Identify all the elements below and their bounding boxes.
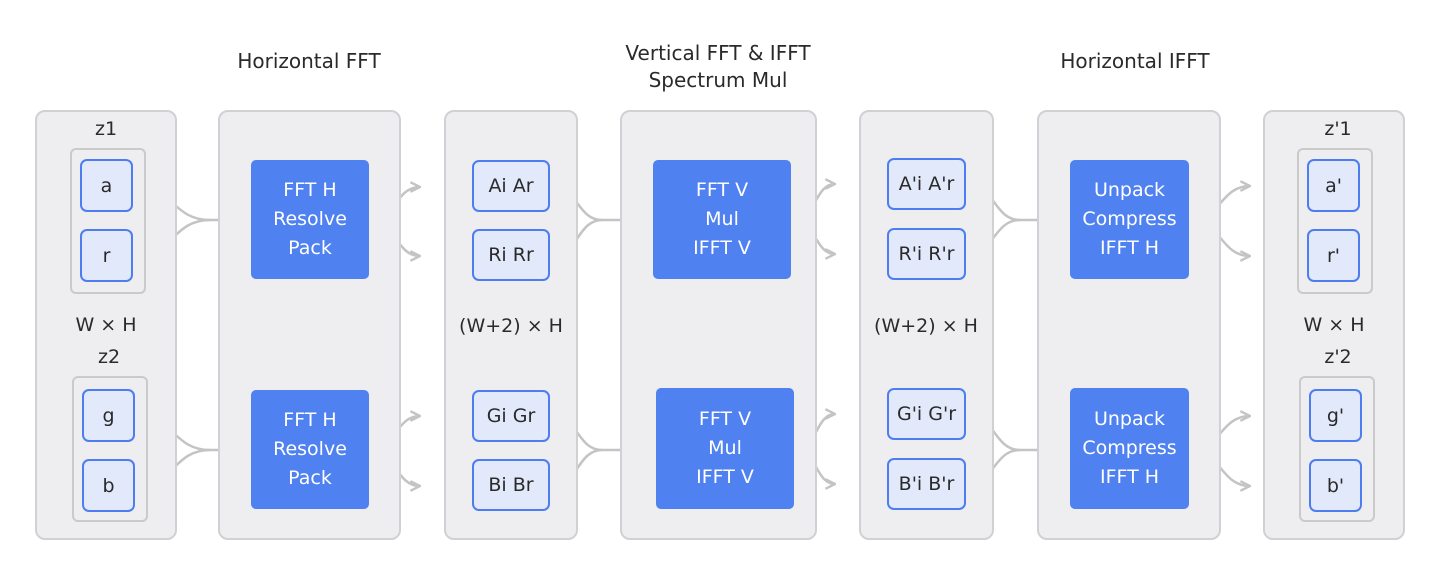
hifft-bottom-line2: Compress <box>1082 437 1177 459</box>
hifft-process-top: Unpack Compress IFFT H <box>1070 160 1189 279</box>
packed-node-bi-br: Bi Br <box>472 459 550 511</box>
output-node-r: r' <box>1307 229 1360 282</box>
spectrum-node-g: G'i G'r <box>887 388 966 440</box>
vfft-top-line1: FFT V <box>695 179 749 201</box>
input-z1-label: z1 <box>94 118 118 140</box>
packed-node-ri-rr: Ri Rr <box>472 229 550 281</box>
hifft-bottom-line3: IFFT H <box>1099 466 1160 488</box>
input-node-g: g <box>82 389 135 442</box>
title-horizontal-fft: Horizontal FFT <box>237 49 381 73</box>
hfft-process-bottom: FFT H Resolve Pack <box>251 390 369 509</box>
spectrum-node-b: B'i B'r <box>887 458 966 510</box>
hfft-bottom-line3: Pack <box>288 467 332 489</box>
vfft-process-bottom: FFT V Mul IFFT V <box>656 388 794 509</box>
packed-node-ai-ar: Ai Ar <box>472 160 550 212</box>
input-node-b: b <box>82 459 135 512</box>
vfft-process-top: FFT V Mul IFFT V <box>653 160 791 279</box>
vfft-top-line3: IFFT V <box>693 237 751 259</box>
hfft-top-line3: Pack <box>288 237 332 259</box>
title-vertical-fft-line1: Vertical FFT & IFFT <box>625 41 811 65</box>
hfft-bottom-line2: Resolve <box>273 438 347 460</box>
output-size-label: W × H <box>1303 314 1365 336</box>
spectrum-node-r: R'i R'r <box>887 228 966 280</box>
hifft-top-line3: IFFT H <box>1099 237 1160 259</box>
output-node-b: b' <box>1309 459 1362 512</box>
packed-node-gi-gr: Gi Gr <box>472 390 550 442</box>
hfft-process-top: FFT H Resolve Pack <box>251 160 369 279</box>
output-z1-label: z'1 <box>1324 118 1352 140</box>
title-vertical-fft: Vertical FFT & IFFT Spectrum Mul <box>625 40 810 94</box>
input-node-r: r <box>80 229 133 282</box>
vfft-bottom-line3: IFFT V <box>696 466 754 488</box>
output-node-g: g' <box>1309 389 1362 442</box>
spectrum-node-a: A'i A'r <box>887 158 966 210</box>
hfft-top-line2: Resolve <box>273 208 347 230</box>
packed-size-label: (W+2) × H <box>459 315 563 337</box>
input-size-label: W × H <box>75 314 137 336</box>
spectrum-size-label: (W+2) × H <box>874 315 978 337</box>
vfft-top-line2: Mul <box>705 208 739 230</box>
hfft-bottom-line1: FFT H <box>283 409 337 431</box>
hifft-top-line1: Unpack <box>1093 179 1166 201</box>
vfft-bottom-line1: FFT V <box>698 408 752 430</box>
title-horizontal-ifft: Horizontal IFFT <box>1060 49 1210 73</box>
input-z2-label: z2 <box>97 346 121 368</box>
input-node-a: a <box>80 159 133 212</box>
hfft-top-line1: FFT H <box>283 179 337 201</box>
vfft-bottom-line2: Mul <box>708 437 742 459</box>
output-node-a: a' <box>1307 159 1360 212</box>
output-z2-label: z'2 <box>1324 346 1352 368</box>
title-vertical-fft-line2: Spectrum Mul <box>648 68 788 92</box>
hifft-process-bottom: Unpack Compress IFFT H <box>1070 388 1189 509</box>
hifft-bottom-line1: Unpack <box>1093 408 1166 430</box>
hifft-top-line2: Compress <box>1082 208 1177 230</box>
